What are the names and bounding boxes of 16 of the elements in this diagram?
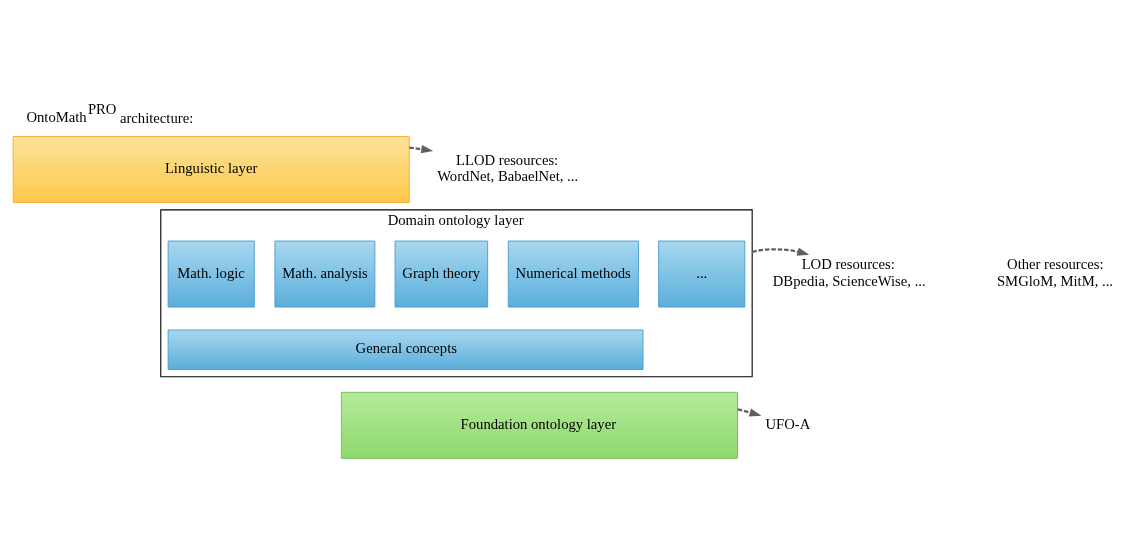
node-text: LLOD resources: WordNet, BabaelNet, ... — [437, 151, 579, 184]
label: Other resources: — [1007, 255, 1104, 272]
arrow — [737, 407, 762, 417]
arrow — [409, 144, 434, 153]
node-box: Numerical methods — [507, 240, 639, 307]
node-box: Graph theory — [394, 240, 489, 307]
node-box: Foundation ontology layer — [340, 391, 738, 459]
label: SMGloM, MitM, ... — [996, 272, 1114, 289]
node-box: Linguistic layer — [12, 135, 410, 203]
node-box: Math. logic — [167, 240, 255, 307]
node-text: LOD resources: DBpedia, ScienceWise, ... — [772, 255, 926, 289]
arrow — [751, 247, 810, 256]
node-box: Math. analysis — [274, 240, 376, 307]
node-text: UFO-A — [765, 415, 811, 432]
node-box: General concepts — [167, 329, 644, 370]
node-box: ... — [658, 240, 746, 307]
